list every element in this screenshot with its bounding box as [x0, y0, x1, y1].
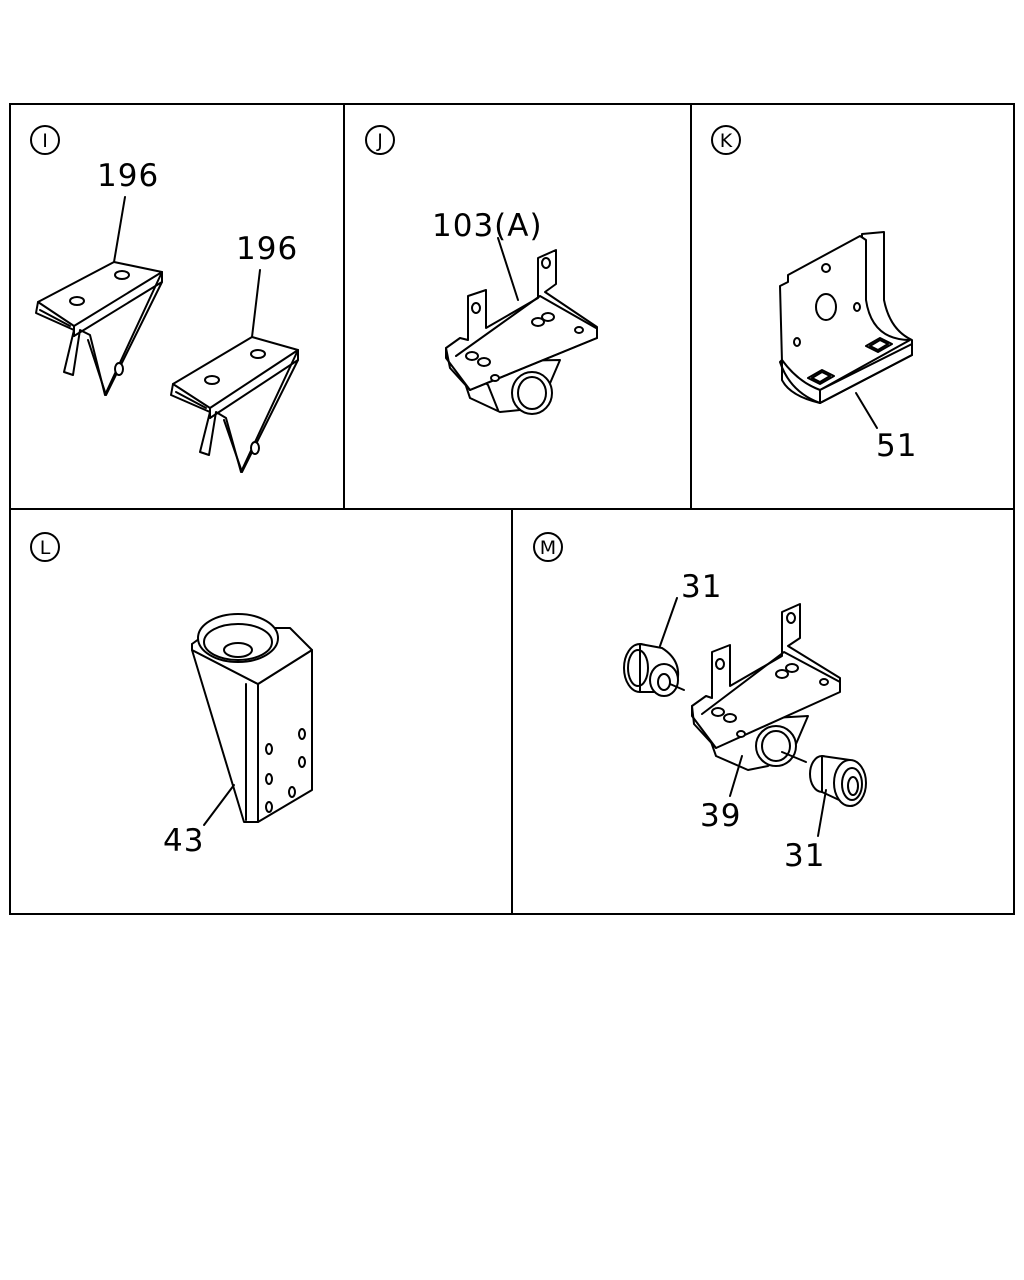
panel-id-label: L	[40, 537, 51, 559]
callout-51: 51	[876, 428, 917, 464]
panel-grid	[9, 103, 1015, 915]
bracket-plate-part-51	[779, 231, 913, 404]
panel-id-badge: M	[533, 532, 563, 562]
callout-31-lower: 31	[784, 838, 825, 874]
mounting-bracket-part-39	[691, 603, 841, 771]
panel-id-label: K	[720, 130, 733, 152]
support-bracket-part-43	[191, 613, 313, 823]
panel-j: J 103(A)	[365, 125, 598, 415]
panel-id-badge: K	[711, 125, 741, 155]
callout-196-right: 196	[236, 231, 298, 267]
panel-id-badge: J	[365, 125, 395, 155]
panel-i: I 196 196	[30, 125, 299, 473]
panel-k: K 51	[711, 125, 917, 464]
bracket-part-196-left	[35, 261, 163, 396]
panel-m: M 31	[533, 532, 867, 874]
panel-id-label: M	[540, 537, 556, 559]
callout-43: 43	[163, 823, 204, 859]
bushing-part-31-upper	[623, 643, 680, 697]
panel-id-label: J	[376, 130, 383, 152]
callout-196-left: 196	[97, 158, 159, 194]
panel-id-label: I	[42, 130, 48, 152]
callout-103a: 103(A)	[432, 208, 543, 244]
panel-id-badge: L	[30, 532, 60, 562]
panel-l: L 43	[30, 532, 313, 859]
mounting-bracket-part-103a	[445, 249, 598, 415]
bushing-part-31-lower	[809, 755, 867, 807]
panel-id-badge: I	[30, 125, 60, 155]
callout-39: 39	[700, 798, 741, 834]
callout-31-upper: 31	[681, 569, 722, 605]
bracket-part-196-right	[170, 336, 299, 473]
